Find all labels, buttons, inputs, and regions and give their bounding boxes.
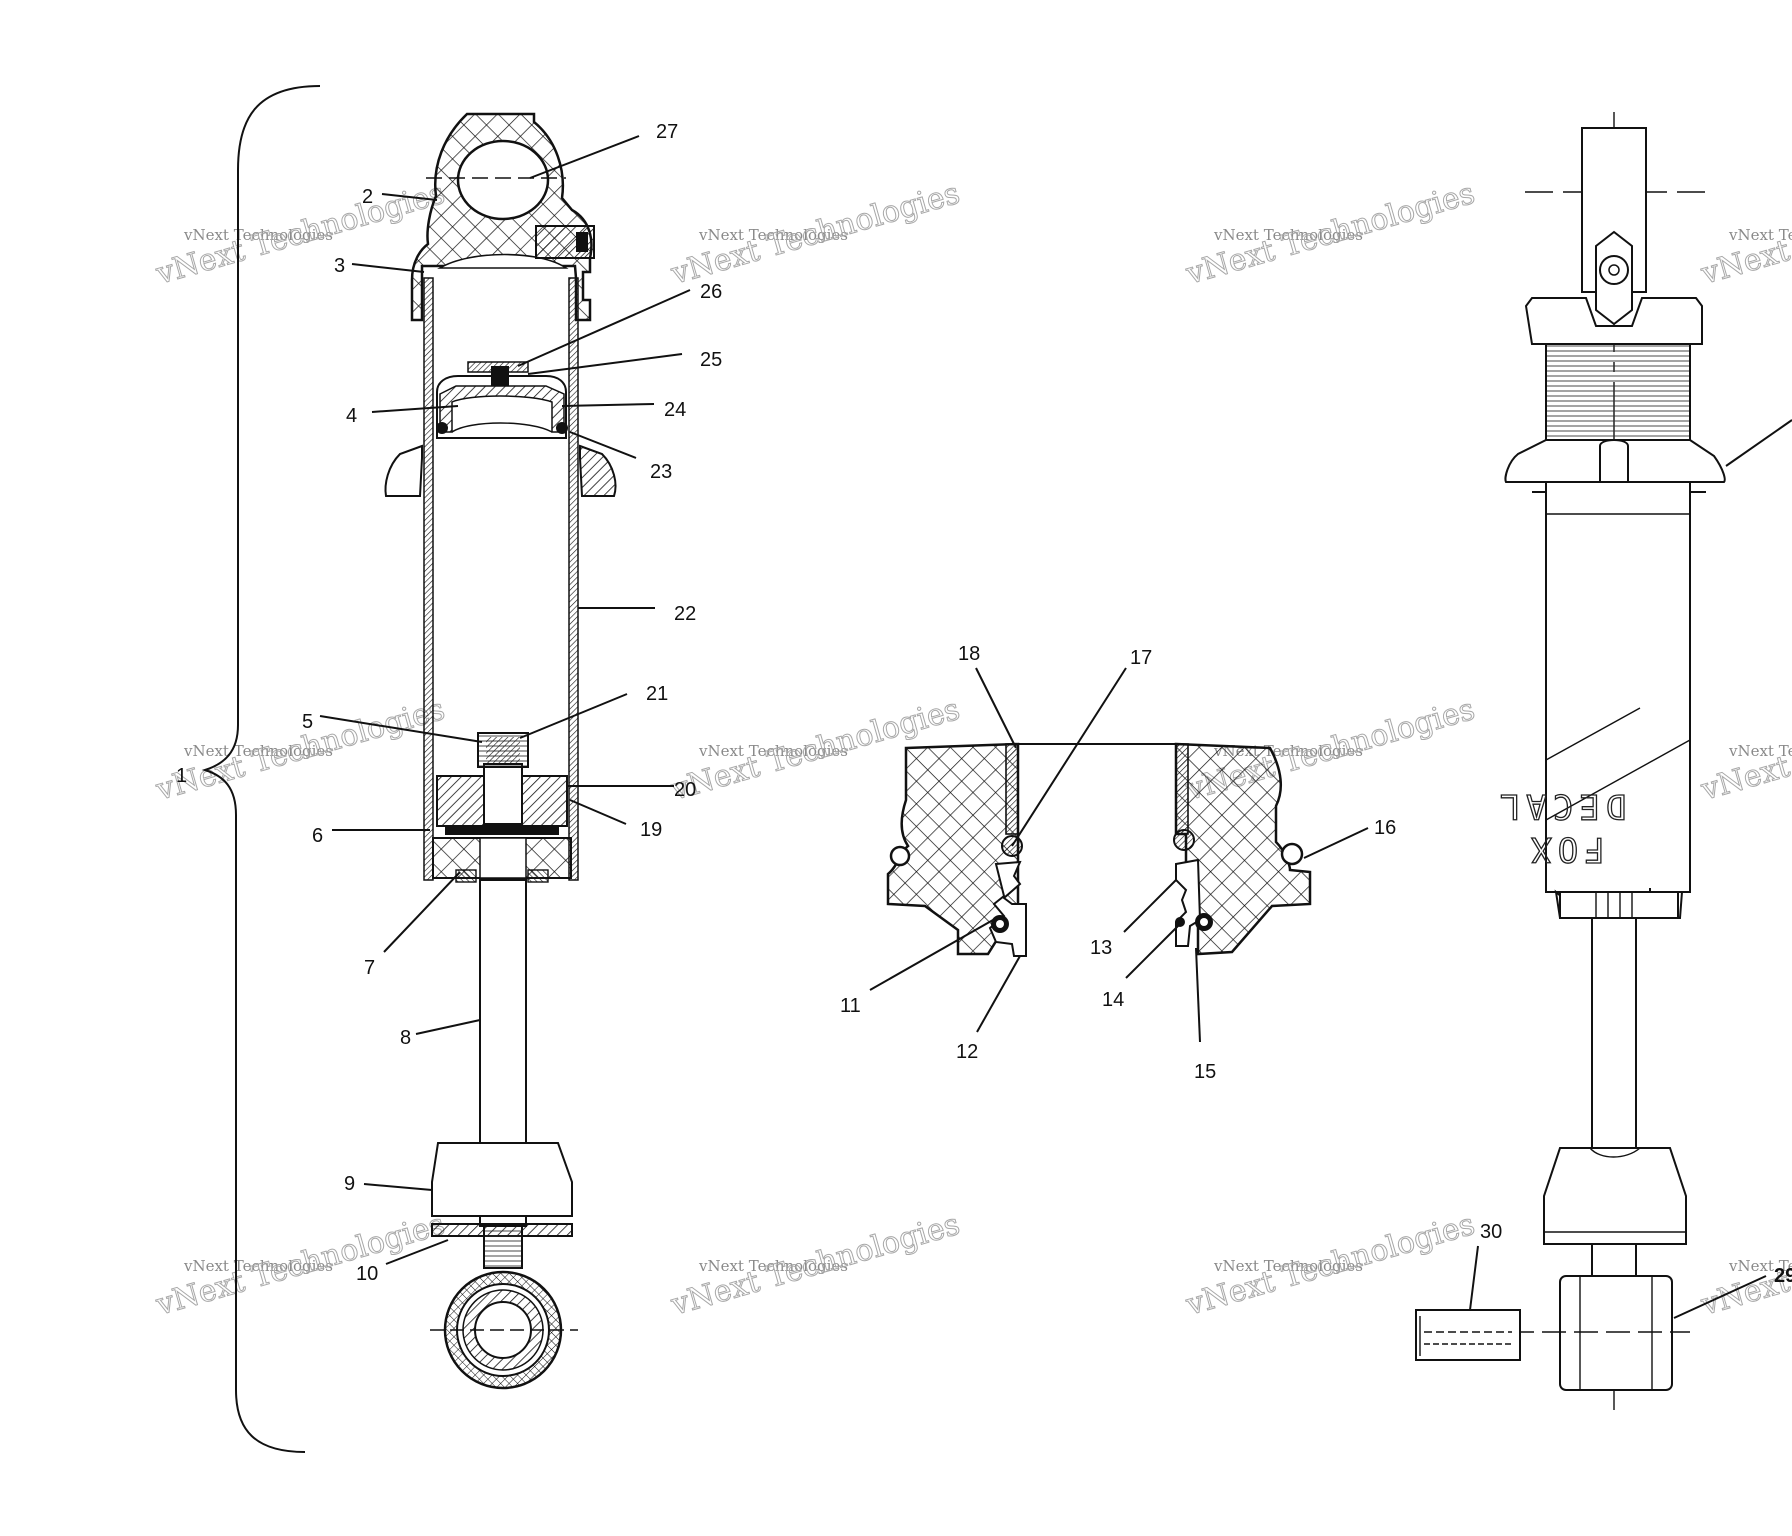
callout-6: 6 (312, 825, 323, 847)
mounting-spacer (1415, 1309, 1521, 1361)
seal-head-outer-oring (1280, 842, 1304, 866)
seal-head-right-wiper (1175, 858, 1202, 947)
callout-3: 3 (334, 255, 345, 277)
shaft-thread (483, 1225, 523, 1269)
callout-24: 24 (664, 399, 686, 421)
callout-26: 26 (700, 281, 722, 303)
callout-21: 21 (646, 683, 668, 705)
callout-15: 15 (1194, 1061, 1216, 1083)
seal-head-left-sleeve (1005, 743, 1019, 835)
shim-stack (445, 825, 559, 835)
external-body-tube (1545, 481, 1691, 893)
seal-head-right-ball (1175, 917, 1185, 927)
seal-head-detail (886, 742, 1312, 957)
watermark-tile: vNext Technologies vNext Technologies (666, 175, 964, 292)
watermark-text: vNext Technologies (698, 742, 848, 760)
callout-19: 19 (640, 819, 662, 841)
watermark-tile: vNext Technologies vNext Technologies (151, 691, 449, 808)
piston-oring-left (436, 422, 448, 434)
decal-label-text: DECAL (1494, 786, 1626, 826)
watermark-tile: vNext Technologies vNext Technologies (151, 1206, 449, 1323)
callout-4: 4 (346, 405, 357, 427)
decal-hatching (1545, 707, 1691, 821)
callout-13: 13 (1090, 937, 1112, 959)
seal-head-left-seal-inner (996, 920, 1004, 928)
reservoir-dome (437, 253, 569, 269)
bearing-bore (479, 837, 527, 879)
sectioned-shock-assembly (384, 112, 617, 1390)
watermark-text: vNext Technologies (698, 226, 848, 244)
spring-collar-right (579, 444, 617, 497)
body-tube-left-wall (423, 277, 434, 881)
callout-2: 2 (362, 186, 373, 208)
seal-head-right-oring (1173, 829, 1195, 851)
watermark-text: vNext Technologies (183, 226, 333, 244)
external-bump-stop (1543, 1147, 1687, 1245)
watermark-text: vNext Technologies (1728, 1257, 1792, 1275)
watermark-text: vNext Technologies (183, 742, 333, 760)
watermark-tile: vNext Technologies vNext Technologies (151, 175, 449, 292)
callout-20: 20 (674, 779, 696, 801)
callout-30: 30 (1480, 1221, 1502, 1243)
watermark-text: vNext Technologies (698, 1257, 848, 1275)
watermark-text: vNext Technologies (1213, 226, 1363, 244)
watermark-text: vNext Technologies (1213, 1257, 1363, 1275)
callout-17: 17 (1130, 647, 1152, 669)
body-cap (1524, 297, 1703, 345)
external-lower-eye (1559, 1275, 1673, 1391)
top-eye-bore (456, 139, 550, 221)
callout-8: 8 (400, 1027, 411, 1049)
callout-7: 7 (364, 957, 375, 979)
callout-12: 12 (956, 1041, 978, 1063)
watermark-tile: vNext Technologies vNext Technologies (1181, 175, 1479, 292)
callout-14: 14 (1102, 989, 1124, 1011)
callout-labels: 1 2 3 4 5 6 7 8 9 10 11 12 13 14 15 16 1… (176, 121, 1792, 1287)
threaded-body (1545, 343, 1691, 441)
decal-label-text: FOX (1525, 829, 1604, 869)
seal-head-right-sleeve (1175, 743, 1189, 835)
body-tube-right-wall (568, 277, 579, 881)
callout-16: 16 (1374, 817, 1396, 839)
rod-seal-right (527, 869, 549, 883)
callout-18: 18 (958, 643, 980, 665)
callout-23: 23 (650, 461, 672, 483)
callout-1: 1 (176, 765, 187, 787)
external-shaft (1591, 917, 1637, 1149)
watermark-text: vNext Technologies (1728, 226, 1792, 244)
piston-nut-detail (486, 737, 520, 763)
watermark-text: vNext Technologies (183, 1257, 333, 1275)
watermark-text: vNext Technologies (1728, 742, 1792, 760)
callout-9: 9 (344, 1173, 355, 1195)
schrader-valve-body (576, 232, 588, 252)
callout-29: 29 (1774, 1265, 1792, 1287)
adjuster-knob-center (1608, 264, 1620, 276)
external-shaft-lower (1591, 1243, 1637, 1277)
watermark-tile: vNext Technologies vNext Technologies (1181, 1206, 1479, 1323)
seal-head-left-outer-oring (889, 845, 911, 867)
piston-rod-top (483, 763, 523, 825)
bearing-cap-body (1559, 891, 1679, 919)
watermark-tile: vNext Technologies vNext Technologies (666, 1206, 964, 1323)
callout-27: 27 (656, 121, 678, 143)
watermark-tile: vNext Technologies vNext Technologies (1696, 691, 1792, 808)
leader-lines (319, 135, 1792, 1319)
callout-22: 22 (674, 603, 696, 625)
callout-10: 10 (356, 1263, 378, 1285)
spring-collar-left (384, 444, 423, 497)
callout-25: 25 (700, 349, 722, 371)
watermark-tile: vNext Technologies vNext Technologies (1696, 175, 1792, 292)
bump-stop (431, 1142, 573, 1217)
seal-head-right-seal-inner (1200, 918, 1208, 926)
assembly-brace (201, 85, 321, 1453)
floating-piston-section (439, 385, 565, 433)
shock-external-view: DECAL FOX (1415, 112, 1726, 1410)
callout-11: 11 (840, 995, 861, 1017)
callout-5: 5 (302, 711, 313, 733)
piston-oring-right (556, 422, 568, 434)
bleed-valve-core (491, 366, 509, 386)
collar-slot (1599, 439, 1629, 483)
